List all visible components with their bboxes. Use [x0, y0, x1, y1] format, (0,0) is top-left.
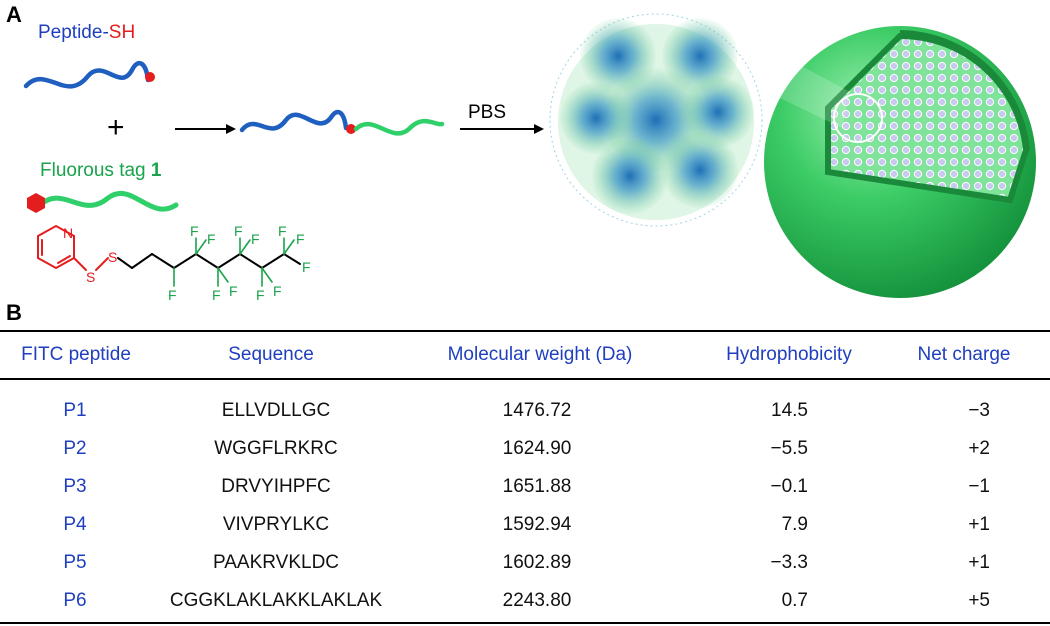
cell-peptide-id: P6: [63, 590, 87, 611]
scheme-illustration: +: [23, 13, 1036, 303]
atom-f: F: [168, 287, 177, 303]
atom-f: F: [273, 283, 282, 299]
reaction-arrowhead: [226, 124, 236, 134]
conjugate-fluorous: [353, 118, 445, 136]
cell-peptide-id: P1: [63, 400, 87, 421]
plus-sign: +: [107, 111, 125, 144]
table-rule-header: [0, 378, 1050, 380]
fluorous-label-text: Fluorous tag: [40, 160, 151, 181]
cell-net-charge: −3: [968, 400, 990, 421]
atom-f: F: [207, 231, 216, 247]
cell-sequence: PAAKRVKLDC: [212, 552, 340, 573]
atom-f: F: [234, 223, 243, 239]
cell-peptide-id: P3: [63, 476, 87, 497]
atom-f: F: [212, 287, 221, 303]
conjugate-peptide: [239, 109, 349, 133]
conjugate-link-dot: [346, 124, 356, 134]
cell-hydrophobicity: 0.7: [781, 590, 808, 611]
header-net-charge: Net charge: [917, 344, 1011, 365]
atom-n: N: [63, 225, 73, 241]
thiol-dot: [145, 72, 155, 82]
atom-s2: S: [108, 249, 117, 265]
cell-molecular-weight: 1602.89: [502, 552, 572, 573]
atom-f: F: [229, 283, 238, 299]
cell-sequence: DRVYIHPFC: [221, 476, 331, 497]
cell-sequence: CGGKLAKLAKKLAKLAK: [169, 590, 383, 611]
cell-peptide-id: P5: [63, 552, 87, 573]
atom-f: F: [251, 231, 260, 247]
fluorous-tag-number: 1: [150, 160, 162, 181]
table-rule-bottom: [0, 622, 1050, 624]
cell-molecular-weight: 2243.80: [502, 590, 572, 611]
peptide-strand: [23, 60, 151, 89]
micelle-cluster: [549, 13, 763, 227]
header-hydrophobicity: Hydrophobicity: [726, 344, 852, 365]
pbs-label: PBS: [468, 102, 507, 123]
atom-s1: S: [86, 269, 95, 285]
panel-label-b: B: [6, 300, 22, 325]
cell-hydrophobicity: −0.1: [770, 476, 808, 497]
atom-f: F: [302, 259, 311, 275]
peptide-label-text: Peptide-: [38, 22, 109, 43]
peptide-sh-label: Peptide-SH: [38, 22, 135, 44]
cell-hydrophobicity: −5.5: [770, 438, 808, 459]
cell-hydrophobicity: 7.9: [781, 514, 808, 535]
atom-f: F: [296, 231, 305, 247]
atom-labels: N S S F F F F F F F F F F F F: [63, 223, 311, 303]
cell-net-charge: +1: [968, 552, 990, 573]
atom-f: F: [190, 223, 199, 239]
tag-hexagon: [27, 193, 45, 213]
cell-molecular-weight: 1624.90: [502, 438, 572, 459]
panel-label-a: A: [6, 2, 22, 27]
cell-sequence: ELLVDLLGC: [221, 400, 331, 421]
atom-f: F: [278, 223, 287, 239]
cell-peptide-id: P2: [63, 438, 87, 459]
peptide-table: FITC peptide Sequence Molecular weight (…: [0, 330, 1050, 626]
cell-net-charge: −1: [968, 476, 990, 497]
cell-sequence: WGGFLRKRC: [214, 438, 338, 459]
header-fitc-peptide: FITC peptide: [21, 344, 131, 365]
chemical-structure: [37, 224, 301, 287]
header-sequence: Sequence: [228, 344, 314, 365]
cell-hydrophobicity: 14.5: [771, 400, 808, 421]
thiol-label-text: SH: [108, 22, 136, 43]
cell-net-charge: +1: [968, 514, 990, 535]
fluorous-strand: [37, 190, 179, 212]
cell-net-charge: +2: [968, 438, 990, 459]
table-rule-top: [0, 330, 1050, 332]
cell-molecular-weight: 1651.88: [502, 476, 572, 497]
header-molecular-weight: Molecular weight (Da): [447, 344, 633, 365]
cell-net-charge: +5: [968, 590, 990, 611]
cell-peptide-id: P4: [63, 514, 87, 535]
cell-molecular-weight: 1476.72: [502, 400, 572, 421]
fluorous-tag-label: Fluorous tag 1: [40, 160, 161, 182]
nanoparticle-sphere: [764, 26, 1036, 298]
atom-f: F: [256, 287, 265, 303]
pbs-arrowhead: [534, 124, 544, 134]
cell-molecular-weight: 1592.94: [502, 514, 572, 535]
cell-sequence: VIVPRYLKC: [222, 514, 330, 535]
cell-hydrophobicity: −3.3: [770, 552, 808, 573]
